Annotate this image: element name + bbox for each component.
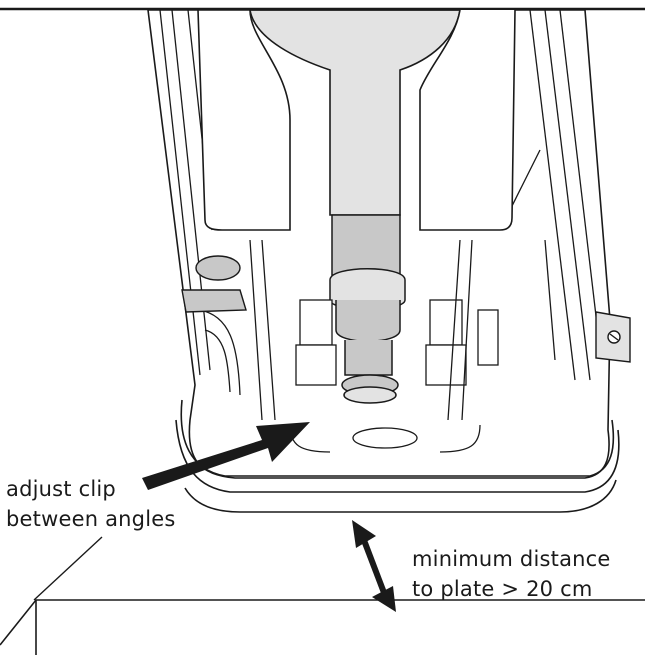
clip-holder <box>181 255 247 313</box>
minimum-distance-label-line2: to plate > 20 cm <box>412 577 593 601</box>
clip-leader-line <box>33 536 103 601</box>
pump-column <box>329 214 406 404</box>
minimum-distance-label-line1: minimum distance <box>412 547 611 571</box>
screw-mount <box>595 311 631 363</box>
left-wall <box>159 9 241 396</box>
adjust-clip-label-line2: between angles <box>6 507 176 531</box>
minimum-distance-label: minimum distance to plate > 20 cm <box>412 544 611 604</box>
adjust-clip-label: adjust clip between angles <box>6 474 176 534</box>
distance-arrow <box>352 520 396 612</box>
clip-brackets <box>249 239 499 421</box>
reservoir-tank <box>197 9 516 231</box>
adjust-clip-label-line1: adjust clip <box>6 477 116 501</box>
adjust-clip-arrow <box>142 422 310 490</box>
mounting-plate <box>0 599 645 646</box>
